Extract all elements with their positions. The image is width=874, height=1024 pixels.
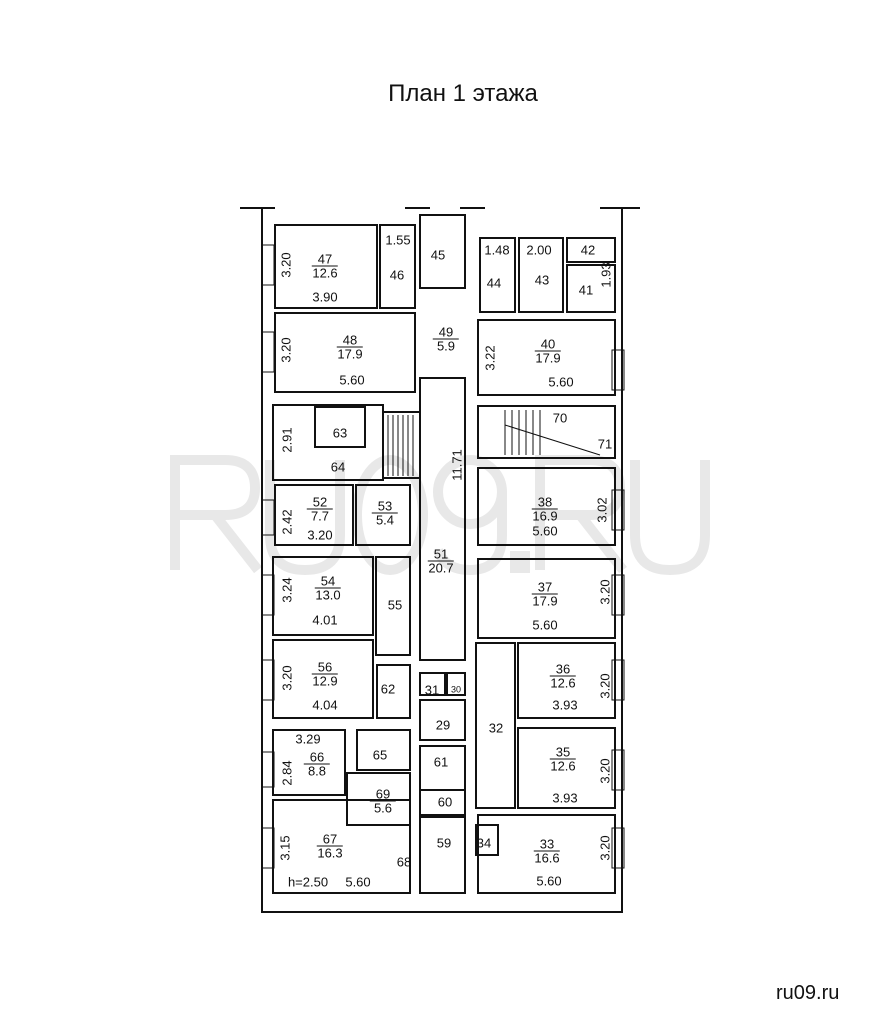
room-35-depth: 3.20	[597, 758, 613, 784]
room-44: 44	[486, 275, 502, 291]
room-40-depth: 3.22	[482, 345, 498, 371]
room-52-depth: 2.42	[279, 509, 295, 535]
room-34: 34	[476, 835, 492, 851]
site-footer: ru09.ru	[776, 982, 840, 1004]
room-59: 59	[436, 835, 452, 851]
page-title: План 1 этажа	[388, 80, 538, 107]
room-63: 63	[332, 425, 348, 441]
room-70: 70	[552, 410, 568, 426]
room-31: 31	[424, 682, 440, 698]
room-45: 45	[430, 247, 446, 263]
room-66-depth: 2.84	[279, 760, 295, 786]
room-38-width: 5.60	[532, 523, 558, 539]
room-64: 64	[330, 459, 346, 475]
room-43-width: 2.00	[526, 242, 552, 258]
windows	[261, 244, 625, 869]
room-65: 65	[372, 747, 388, 763]
room-48-width: 5.60	[339, 372, 365, 388]
room-54-width: 4.01	[312, 612, 338, 628]
room-46-width: 1.55	[385, 232, 411, 248]
room-33-width: 5.60	[536, 873, 562, 889]
room-37-depth: 3.20	[597, 579, 613, 605]
room-60: 60	[437, 794, 453, 810]
room-36-width: 3.93	[552, 697, 578, 713]
room-47-depth: 3.20	[278, 252, 294, 278]
room-36-depth: 3.20	[597, 673, 613, 699]
room-29: 29	[435, 717, 451, 733]
room-64-depth: 2.91	[279, 427, 295, 453]
room-61: 61	[433, 754, 449, 770]
room-55: 55	[387, 597, 403, 613]
room-41: 41	[578, 282, 594, 298]
room-38-depth: 3.02	[594, 497, 610, 523]
room-66-width: 3.29	[295, 731, 321, 747]
room-35-width: 3.93	[552, 790, 578, 806]
room-56-width: 4.04	[312, 697, 338, 713]
room-52-width: 3.20	[307, 527, 333, 543]
room-43: 43	[534, 272, 550, 288]
room-42: 42	[580, 242, 596, 258]
ceiling-height: h=2.50	[287, 874, 329, 890]
room-56-depth: 3.20	[279, 665, 295, 691]
room-46: 46	[389, 267, 405, 283]
room-71: 71	[597, 436, 613, 452]
room-62: 62	[380, 681, 396, 697]
room-37-width: 5.60	[532, 617, 558, 633]
room-32: 32	[488, 720, 504, 736]
outer-wall	[240, 207, 640, 913]
stairs	[387, 410, 601, 476]
corridor-length: 11.71	[449, 449, 465, 481]
room-68: 68	[396, 854, 412, 870]
room-40-width: 5.60	[548, 374, 574, 390]
room-44-width: 1.48	[484, 242, 510, 258]
room-67-depth: 3.15	[277, 835, 293, 861]
room-47-width: 3.90	[312, 289, 338, 305]
room-outlines	[272, 214, 616, 894]
room-30: 30	[450, 684, 462, 695]
room-48-depth: 3.20	[278, 337, 294, 363]
room-33-depth: 3.20	[597, 835, 613, 861]
room-67-width: 5.60	[345, 874, 371, 890]
room-41-depth: 1.93	[598, 262, 614, 288]
room-54-depth: 3.24	[279, 577, 295, 603]
